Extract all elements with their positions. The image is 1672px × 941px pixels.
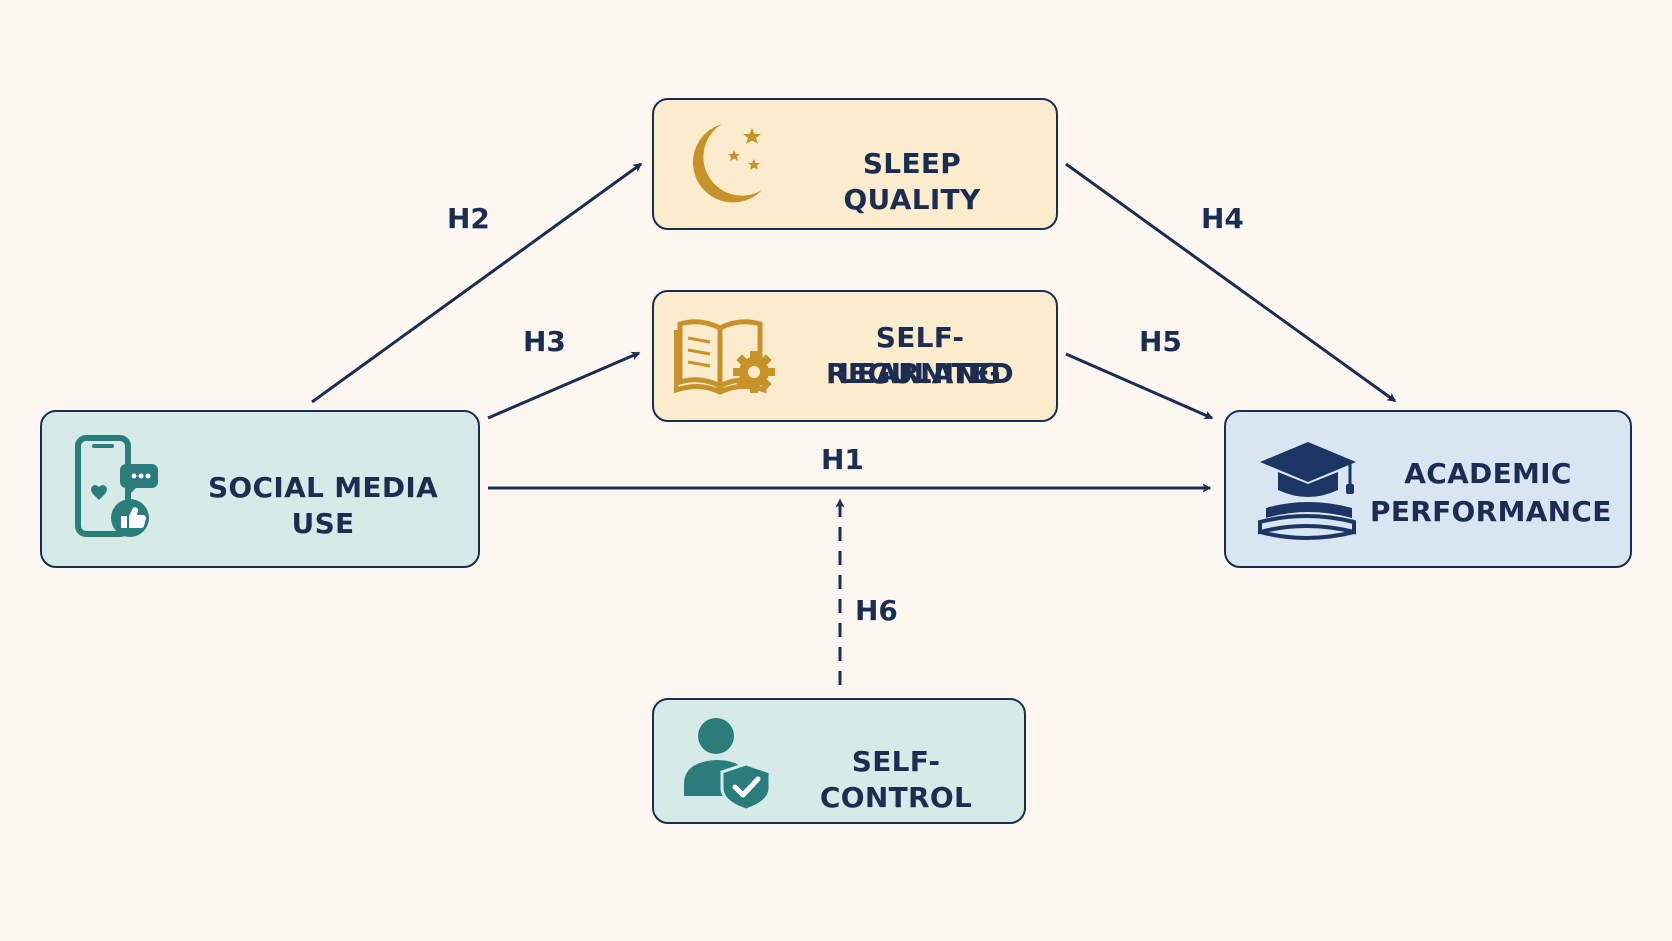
node-label-line1: SELF-REGULATED: [826, 321, 1014, 390]
node-label: SELF-CONTROL: [819, 745, 973, 814]
node-self-control: SELF-CONTROL: [652, 698, 1026, 824]
node-sleep-quality: SLEEP QUALITY: [652, 98, 1058, 230]
graduation-cap-books-icon: [1258, 442, 1356, 540]
node-label: SOCIAL MEDIA USE: [207, 471, 439, 540]
hypothesis-label-h3: H3: [523, 325, 566, 358]
node-label: SLEEP QUALITY: [843, 147, 981, 216]
arrow-h5: [1065, 352, 1214, 420]
node-social-media-use: SOCIAL MEDIA USE: [40, 410, 480, 568]
moon-stars-icon: [692, 124, 762, 203]
node-self-regulated-learning: SELF-REGULATED LEARNING: [652, 290, 1058, 422]
arrow-h4: [1065, 162, 1397, 403]
hypothesis-label-h1: H1: [821, 443, 864, 476]
hypothesis-label-h4: H4: [1201, 202, 1244, 235]
book-gear-icon: [674, 319, 775, 395]
hypothesis-label-h6: H6: [855, 594, 898, 627]
person-shield-icon: [684, 718, 772, 810]
hypothesis-label-h2: H2: [447, 202, 490, 235]
arrow-h3: [487, 351, 641, 420]
node-academic-performance: ACADEMIC PERFORMANCE: [1224, 410, 1632, 568]
node-label-line1: ACADEMIC: [1404, 457, 1572, 490]
node-label-line2: LEARNING: [838, 357, 1002, 390]
hypothesis-label-h5: H5: [1139, 325, 1182, 358]
smartphone-social-icon: [75, 435, 158, 537]
arrow-h2: [311, 162, 643, 404]
node-label-line2: PERFORMANCE: [1370, 495, 1612, 528]
